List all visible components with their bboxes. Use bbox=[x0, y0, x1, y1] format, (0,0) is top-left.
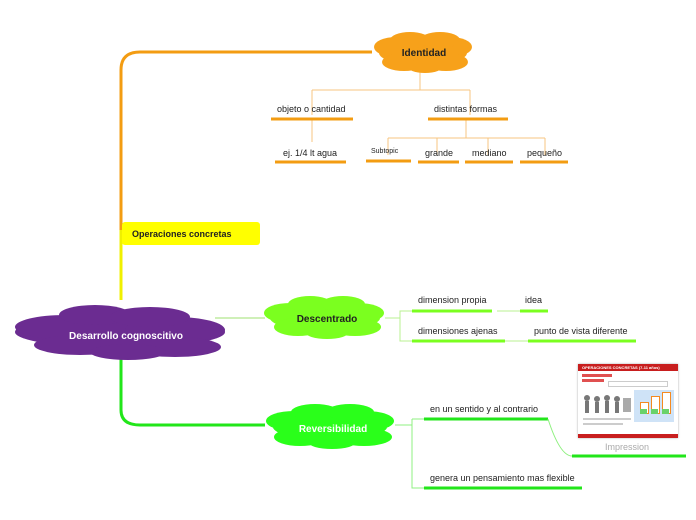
subtopic-ej-agua[interactable]: ej. 1/4 lt agua bbox=[283, 148, 338, 158]
central-node-cloud[interactable] bbox=[15, 305, 225, 360]
central-node-label: Desarrollo cognoscitivo bbox=[69, 331, 183, 342]
subtopic-idea[interactable]: idea bbox=[525, 295, 543, 305]
reversibilidad-label: Reversibilidad bbox=[298, 424, 368, 435]
subtopic-pequeno[interactable]: pequeño bbox=[527, 148, 563, 158]
attached-image-thumbnail[interactable]: OPERACIONES CONCRETAS (7-11 años) bbox=[578, 364, 678, 438]
descentrado-label: Descentrado bbox=[296, 314, 358, 325]
identidad-node-cloud[interactable] bbox=[374, 32, 472, 73]
topic-box[interactable] bbox=[122, 222, 260, 245]
descentrado-node-cloud[interactable] bbox=[264, 296, 384, 339]
identidad-label: Identidad bbox=[401, 48, 447, 59]
subtopic-dimension-propia[interactable]: dimension propia bbox=[418, 295, 487, 305]
subtopic-dimensiones-ajenas[interactable]: dimensiones ajenas bbox=[418, 326, 498, 336]
children-illustration bbox=[583, 395, 631, 425]
glasses-illustration bbox=[634, 390, 674, 422]
image-title: OPERACIONES CONCRETAS (7-11 años) bbox=[578, 364, 678, 371]
branch-line-identidad bbox=[119, 50, 372, 300]
subtopic-punto-vista[interactable]: punto de vista diferente bbox=[534, 326, 628, 336]
branch-line-reversibilidad bbox=[119, 320, 265, 427]
image-caption: Impression bbox=[605, 442, 650, 452]
subtopic-distintas-formas[interactable]: distintas formas bbox=[434, 104, 498, 114]
subtopic-objeto-cantidad[interactable]: objeto o cantidad bbox=[277, 104, 346, 114]
subtopic-pensamiento-flexible[interactable]: genera un pensamiento mas flexible bbox=[430, 473, 575, 483]
subtopic-mediano[interactable]: mediano bbox=[472, 148, 507, 158]
subtopic-placeholder[interactable]: Subtopic bbox=[371, 148, 399, 155]
subtopic-grande[interactable]: grande bbox=[425, 148, 454, 158]
subtopic-sentido-contrario[interactable]: en un sentido y al contrario bbox=[430, 404, 539, 414]
reversibilidad-node-cloud[interactable] bbox=[266, 404, 394, 449]
topic-label: Operaciones concretas bbox=[132, 229, 232, 239]
